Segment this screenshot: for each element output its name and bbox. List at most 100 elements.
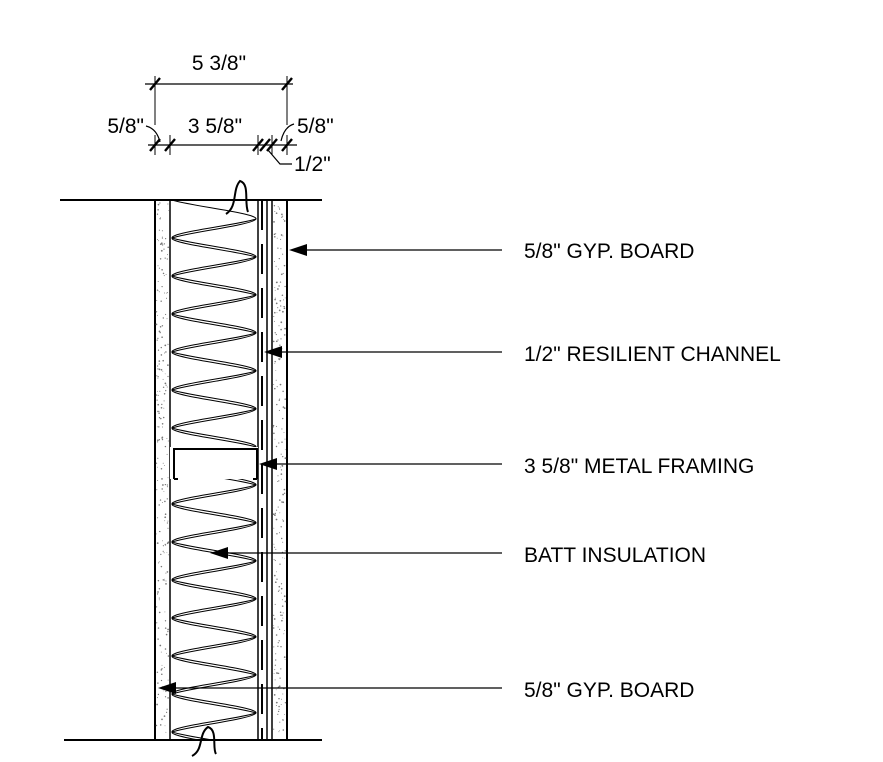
gyp-stipple-dot (281, 294, 284, 296)
gyp-stipple-dot (278, 708, 280, 710)
gyp-stipple-dot (275, 689, 277, 691)
gyp-stipple-dot (163, 552, 165, 554)
gyp-stipple-dot (276, 509, 278, 511)
gyp-stipple-dot (161, 244, 164, 246)
gyp-stipple-dot (160, 354, 163, 356)
gyp-stipple-dot (158, 330, 161, 333)
gyp-stipple-dot (157, 280, 159, 283)
gyp-stipple-dot (281, 501, 283, 503)
gyp-stipple-dot (277, 268, 280, 270)
gyp-stipple-dot (167, 554, 169, 556)
gyp-stipple-dot (279, 208, 281, 210)
gyp-stipple-dot (283, 264, 286, 267)
gyp-stipple-dot (161, 238, 163, 239)
gyp-stipple-dot (161, 718, 163, 721)
gyp-stipple-dot (279, 563, 281, 565)
gyp-stipple-dot (162, 386, 165, 389)
gyp-stipple-dot (159, 644, 162, 647)
gyp-stipple-dot (277, 590, 280, 592)
gyp-stipple-dot (273, 672, 275, 674)
gyp-stipple-dot (274, 311, 276, 314)
gyp-stipple-dot (273, 625, 275, 627)
gyp-stipple-dot (166, 254, 169, 256)
gyp-stipple-dot (281, 464, 284, 467)
gyp-stipple-dot (166, 438, 168, 440)
callout-resilient-channel-label: 1/2" RESILIENT CHANNEL (524, 343, 781, 366)
gyp-stipple-dot (162, 416, 165, 419)
gyp-stipple-dot (164, 580, 166, 582)
gyp-stipple-dot (284, 600, 287, 603)
gyp-stipple-dot (165, 351, 167, 353)
gyp-stipple-dot (162, 540, 163, 542)
gyp-stipple-dot (165, 583, 167, 585)
gyp-stipple-dot (156, 289, 159, 291)
gyp-stipple-dot (280, 238, 282, 240)
gyp-stipple-dot (162, 359, 164, 362)
gyp-stipple-dot (284, 457, 287, 460)
gyp-stipple-dot (274, 546, 276, 548)
gyp-stipple-dot (272, 424, 275, 427)
gyp-stipple-dot (275, 333, 277, 336)
gyp-stipple-dot (277, 475, 279, 477)
gyp-stipple-dot (160, 679, 163, 682)
gyp-stipple-dot (280, 234, 283, 236)
gyp-stipple-dot (272, 426, 275, 428)
gyp-stipple-dot (164, 611, 166, 613)
gyp-stipple-dot (158, 240, 160, 242)
callout-metal-framing: 3 5/8" METAL FRAMING (259, 455, 754, 478)
gyp-stipple-dot (278, 325, 280, 327)
gyp-stipple-dot (275, 233, 277, 235)
gyp-stipple-dot (157, 439, 159, 442)
gyp-stipple-dot (158, 229, 160, 231)
gyp-stipple-dot (158, 504, 160, 506)
gyp-stipple-dot (279, 383, 282, 386)
gyp-stipple-dot (165, 572, 167, 574)
gyp-stipple-dot (164, 578, 165, 580)
gyp-stipple-dot (284, 449, 286, 451)
gyp-stipple-dot (158, 599, 160, 601)
gyp-stipple-dot (276, 403, 278, 406)
gyp-stipple-dot (161, 478, 163, 480)
gyp-stipple-dot (167, 246, 170, 249)
gyp-stipple-dot (273, 235, 276, 238)
gyp-stipple-dot (282, 417, 284, 420)
callout-gyp-board-left: 5/8" GYP. BOARD (158, 679, 694, 702)
gyp-stipple-dot (273, 646, 275, 648)
gyp-stipple-dot (280, 583, 283, 585)
dimension-gyp-left-label: 5/8" (107, 115, 144, 138)
gyp-stipple-dot (157, 377, 159, 379)
gyp-stipple-dot (277, 645, 279, 647)
insulation-loop-pattern (171, 201, 257, 739)
gyp-stipple-dot (166, 708, 168, 710)
gyp-stipple-dot (157, 394, 159, 396)
batt-insulation (171, 200, 259, 740)
gyp-stipple-dot (273, 618, 276, 620)
dimension-gyp-right-label: 5/8" (297, 115, 334, 138)
gyp-stipple-dot (162, 545, 165, 547)
gyp-stipple-dot (157, 638, 159, 640)
gyp-stipple-dot (281, 441, 283, 443)
gyp-stipple-dot (164, 344, 167, 347)
gyp-stipple-dot (273, 694, 276, 696)
gyp-stipple-dot (157, 579, 160, 582)
gyp-stipple-dot (279, 398, 281, 400)
gyp-stipple-dot (280, 587, 283, 590)
gyp-stipple-dot (156, 489, 158, 491)
gyp-stipple-dot (159, 326, 162, 328)
gyp-stipple-dot (157, 390, 159, 392)
gyp-stipple-dot (279, 730, 281, 732)
gyp-stipple-dot (165, 731, 167, 733)
gyp-stipple-dot (162, 272, 165, 275)
gyp-stipple-dot (275, 701, 278, 704)
gyp-stipple-dot (158, 439, 161, 441)
gyp-stipple-dot (275, 705, 277, 706)
gyp-stipple-dot (163, 715, 166, 717)
gyp-stipple-dot (156, 426, 158, 428)
gyp-stipple-dot (283, 219, 285, 221)
gyp-stipple-dot (274, 289, 276, 291)
gyp-stipple-dot (282, 253, 284, 255)
gyp-stipple-dot (157, 239, 158, 240)
gyp-stipple-dot (282, 215, 284, 217)
gyp-stipple-dot (275, 340, 278, 343)
